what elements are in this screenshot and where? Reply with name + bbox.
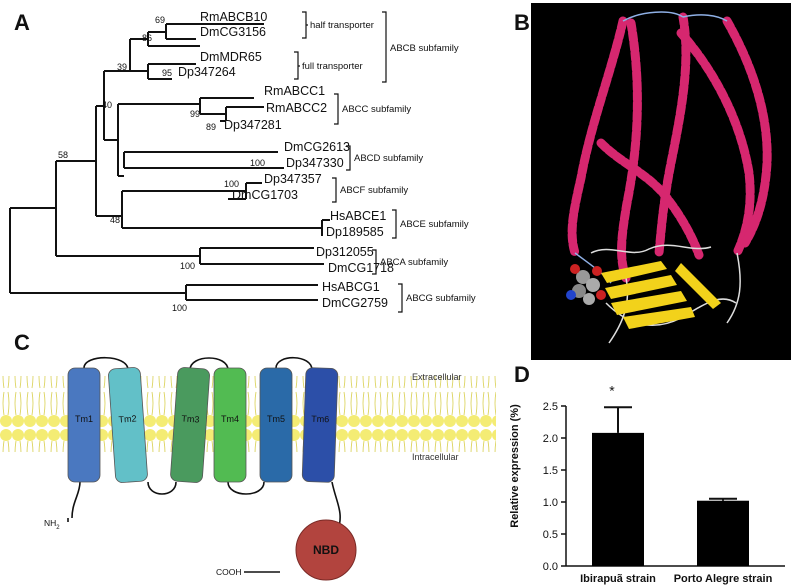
- transmembrane-segment-2: Tm2: [108, 367, 148, 483]
- segment-label: Tm5: [267, 414, 285, 424]
- transmembrane-segment-3: Tm3: [170, 367, 210, 483]
- bootstrap-value: 100: [180, 261, 195, 271]
- relative-expression-chart: Relative expression (%) 0.0 0.5 1.0 1.5 2.0 2…: [509, 382, 785, 585]
- bootstrap-value: 40: [102, 100, 112, 110]
- taxon-label: RmABCC2: [266, 101, 327, 115]
- nbd-domain: [295, 519, 357, 581]
- bootstrap-value: 69: [155, 15, 165, 25]
- transmembrane-segment-1: Tm1: [67, 367, 101, 483]
- segment-label: Tm2: [118, 413, 137, 424]
- y-tick-label: 2.5: [543, 401, 558, 413]
- membrane-topology-diagram: Extracellular Intracellular Tm1 Tm2 Tm3 Tm4…: [0, 357, 496, 581]
- bootstrap-value: 100: [250, 158, 265, 168]
- y-tick-label: 1.0: [543, 497, 558, 509]
- panel-letter-d: D: [514, 362, 530, 387]
- panel-letter-a: A: [14, 10, 30, 35]
- group-label-abca: ABCA subfamily: [380, 257, 448, 268]
- panel-letter-b: B: [514, 10, 530, 35]
- segment-label: Tm4: [221, 414, 239, 424]
- taxon-label: Dp347264: [178, 65, 236, 79]
- bootstrap-value: 100: [224, 179, 239, 189]
- phylogenetic-tree: RmABCB10 DmCG3156 DmMDR65 Dp347264 RmABC…: [9, 10, 476, 313]
- n-terminus-label: NH2: [44, 518, 60, 531]
- group-label-full-transporter: full transporter: [302, 61, 363, 72]
- y-tick-label: 0.5: [543, 529, 558, 541]
- bootstrap-value: 39: [117, 62, 127, 72]
- bootstrap-value: 86: [142, 33, 152, 43]
- panel-letter-c: C: [14, 330, 30, 355]
- nbd-label: NBD: [313, 543, 339, 557]
- ligand-spheres: [566, 264, 606, 305]
- taxon-label: Dp189585: [326, 225, 384, 239]
- taxon-label: DmCG3156: [200, 25, 266, 39]
- bootstrap-value: 58: [58, 150, 68, 160]
- taxon-label: Dp347330: [286, 156, 344, 170]
- bootstrap-value: 48: [110, 215, 120, 225]
- bar-2: [697, 500, 749, 566]
- extracellular-label: Extracellular: [412, 372, 462, 382]
- y-tick-label: 0.0: [543, 561, 558, 573]
- protein-structure-image: [531, 3, 791, 360]
- taxon-label: DmCG2613: [284, 140, 350, 154]
- segment-label: Tm3: [181, 413, 200, 424]
- bootstrap-value: 99: [190, 109, 200, 119]
- taxon-label: RmABCC1: [264, 84, 325, 98]
- c-terminus-label: COOH: [216, 567, 242, 577]
- significance-marker: *: [609, 382, 615, 398]
- group-label-abcf: ABCF subfamily: [340, 185, 408, 196]
- taxon-label: HsABCE1: [330, 209, 386, 223]
- taxon-label: Dp347281: [224, 118, 282, 132]
- y-tick-label: 1.5: [543, 465, 558, 477]
- bar-1: [592, 432, 644, 566]
- intracellular-label: Intracellular: [412, 452, 459, 462]
- transmembrane-segment-6: Tm6: [301, 367, 339, 483]
- x-category-label: Porto Alegre strain: [674, 573, 773, 585]
- taxon-label: DmCG1703: [232, 188, 298, 202]
- group-label-abcc: ABCC subfamily: [342, 104, 411, 115]
- transmembrane-segment-5: Tm5: [259, 367, 293, 483]
- taxon-label: DmCG2759: [322, 296, 388, 310]
- y-axis-label: Relative expression (%): [509, 404, 521, 528]
- group-label-abcb: ABCB subfamily: [390, 43, 459, 54]
- bootstrap-value: 95: [162, 68, 172, 78]
- taxon-label: Dp347357: [264, 172, 322, 186]
- y-tick-label: 2.0: [543, 433, 558, 445]
- transmembrane-segment-4: Tm4: [213, 367, 247, 483]
- group-label-abcd: ABCD subfamily: [354, 153, 423, 164]
- bootstrap-value: 89: [206, 122, 216, 132]
- taxon-label: HsABCG1: [322, 280, 380, 294]
- bootstrap-value: 100: [172, 303, 187, 313]
- taxon-label: Dp312055: [316, 245, 374, 259]
- group-label-abce: ABCE subfamily: [400, 219, 469, 230]
- group-label-half-transporter: half transporter: [310, 20, 374, 31]
- taxon-label: DmMDR65: [200, 50, 262, 64]
- group-label-abcg: ABCG subfamily: [406, 293, 476, 304]
- segment-label: Tm1: [75, 414, 93, 424]
- x-category-label: Ibirapuã strain: [580, 573, 656, 585]
- taxon-label: DmCG1718: [328, 261, 394, 275]
- taxon-label: RmABCB10: [200, 10, 267, 24]
- segment-label: Tm6: [311, 414, 329, 425]
